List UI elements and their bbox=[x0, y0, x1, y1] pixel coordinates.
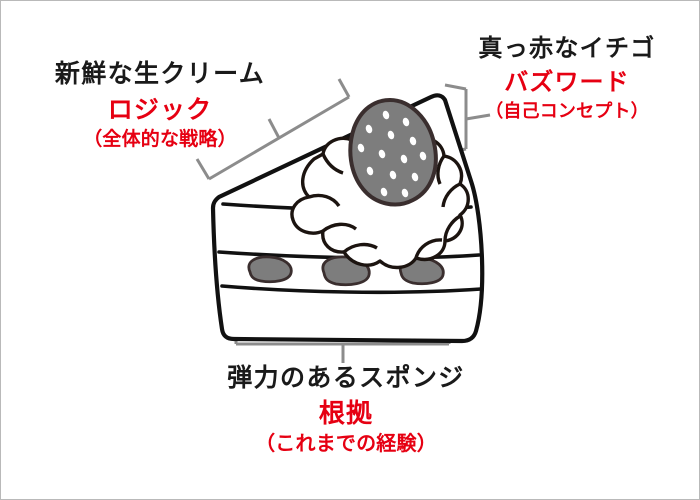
strawberry-note-label: （自己コンセプト） bbox=[485, 100, 649, 122]
cream-keyword-label: ロジック bbox=[107, 94, 213, 124]
strawberry-topping bbox=[348, 98, 438, 207]
sponge-part-label: 弾力のあるスポンジ bbox=[227, 363, 465, 392]
cream-bracket-diagonal bbox=[195, 78, 351, 181]
strawberry-seeds bbox=[357, 110, 427, 198]
sponge-note-label: （これまでの経験） bbox=[255, 431, 437, 456]
lower-layer-line bbox=[220, 284, 483, 295]
strawberry-keyword-label: バズワード bbox=[504, 68, 630, 97]
cream-note-label: （全体的な戦略） bbox=[83, 128, 237, 150]
sponge-keyword-label: 根拠 bbox=[318, 398, 374, 429]
label-group-strawberry: 真っ赤なイチゴ バズワード （自己コンセプト） bbox=[453, 34, 681, 122]
label-group-cream: 新鮮な生クリーム ロジック （全体的な戦略） bbox=[15, 59, 305, 150]
cream-part-label: 新鮮な生クリーム bbox=[54, 59, 266, 88]
label-group-sponge: 弾力のあるスポンジ 根拠 （これまでの経験） bbox=[181, 363, 511, 456]
strawberry-part-label: 真っ赤なイチゴ bbox=[478, 34, 656, 62]
filling-slice-left bbox=[247, 255, 293, 284]
